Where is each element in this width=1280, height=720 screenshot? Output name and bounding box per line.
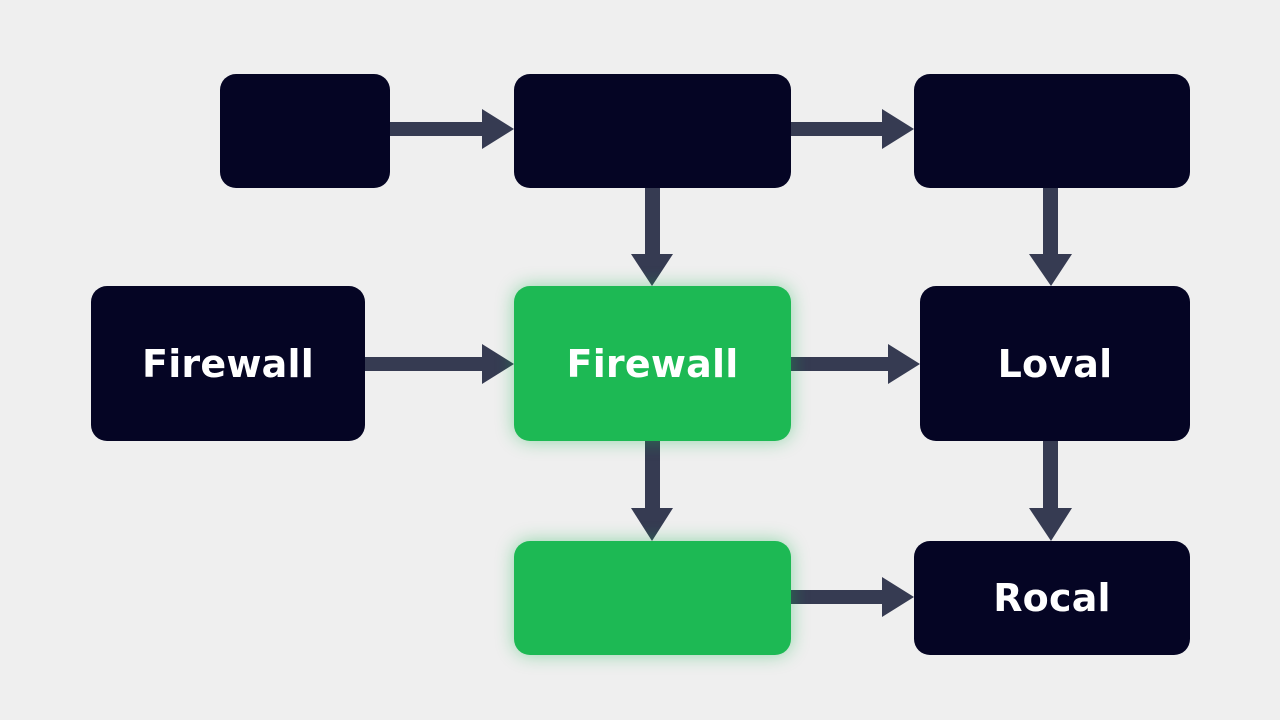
diagram-node-rocal: Rocal (914, 541, 1190, 655)
diagram-node-a (220, 74, 390, 188)
edge-f-to-h (1029, 441, 1072, 541)
edge-g-to-h (791, 577, 914, 617)
node-e-label: Firewall (566, 341, 739, 386)
edge-d-to-e (365, 344, 514, 384)
node-f-label: Loval (997, 341, 1113, 386)
node-h-label: Rocal (993, 576, 1111, 620)
diagram-node-b (514, 74, 791, 188)
diagram-node-g (514, 541, 791, 655)
edge-c-to-f (1029, 188, 1072, 286)
node-d-label: Firewall (142, 341, 314, 386)
edge-e-to-g (631, 441, 673, 541)
diagram-node-c (914, 74, 1190, 188)
diagram-node-firewall-left: Firewall (91, 286, 365, 441)
diagram-node-firewall-highlighted: Firewall (514, 286, 791, 441)
edge-e-to-f (791, 344, 920, 384)
diagram-node-loval: Loval (920, 286, 1190, 441)
edge-b-to-c (791, 109, 914, 149)
edge-b-to-e (631, 188, 673, 286)
edge-a-to-b (390, 109, 514, 149)
